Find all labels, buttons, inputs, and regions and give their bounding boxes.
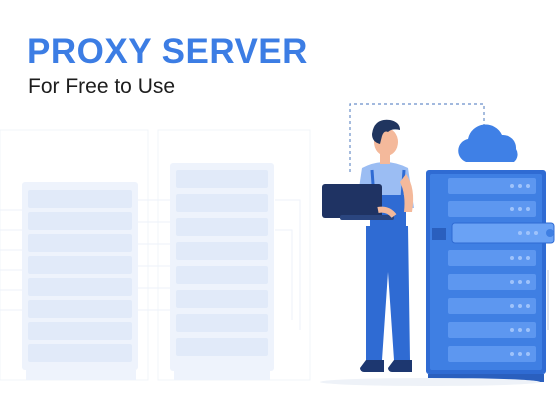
faded-server-rack-left [22, 182, 138, 380]
technician-figure [320, 119, 540, 386]
cloud-icon [458, 124, 518, 162]
faded-server-rack-middle [170, 163, 274, 380]
connection-line [349, 103, 485, 172]
server-rack-icon [426, 170, 555, 382]
page-subtitle: For Free to Use [28, 75, 176, 98]
laptop-icon [322, 184, 397, 220]
page-title: PROXY SERVER [27, 32, 308, 71]
background-cables [0, 199, 301, 330]
